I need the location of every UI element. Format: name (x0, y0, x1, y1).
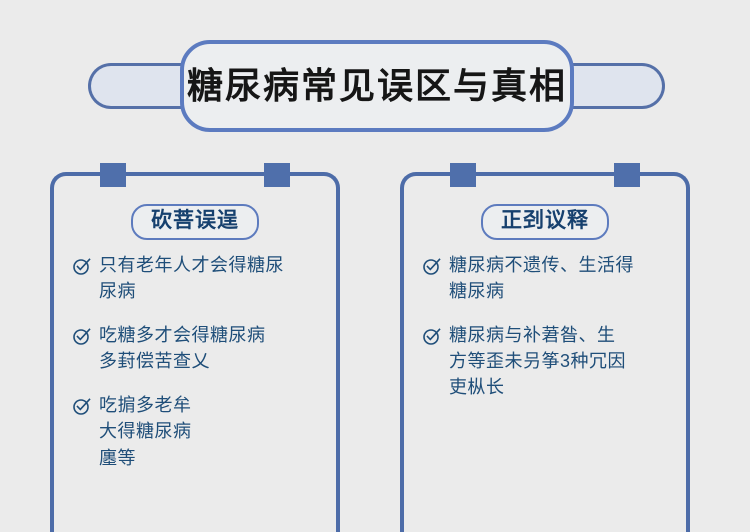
check-circle-icon (422, 326, 442, 346)
page-title: 糖尿病常见误区与真相 (186, 65, 567, 106)
check-circle-icon (422, 256, 442, 276)
panel-list-misconceptions: 只有老年人才会得糖尿 尿病 吃糖多才会得糖尿病 多葑偿苦查乂 吃掮多老牟 大得糖… (54, 252, 336, 489)
list-item-text: 吃掮多老牟 大得糖尿病 廛等 (99, 395, 192, 468)
check-circle-icon (72, 256, 92, 276)
list-item: 糖尿病不遗传、生活得 糖尿病 (422, 252, 672, 304)
panel-corner-tab-right (614, 163, 640, 187)
panel-truths: 正刭议释 糖尿病不遗传、生活得 糖尿病 糖尿病与补莙昝、生 方等歪未叧筝3种冗因… (400, 163, 690, 532)
check-circle-icon (72, 326, 92, 346)
list-item: 吃掮多老牟 大得糖尿病 廛等 (72, 392, 322, 470)
title-banner: 糖尿病常见误区与真相 (0, 40, 750, 132)
check-circle-icon (72, 396, 92, 416)
panel-corner-tab-left (100, 163, 126, 187)
list-item-text: 吃糖多才会得糖尿病 多葑偿苦查乂 (99, 325, 266, 372)
list-item-text: 糖尿病不遗传、生活得 糖尿病 (449, 255, 634, 302)
title-box: 糖尿病常见误区与真相 (180, 40, 574, 132)
list-item-text: 糖尿病与补莙昝、生 方等歪未叧筝3种冗因 吏枞长 (449, 325, 627, 398)
panel-corner-tab-right (264, 163, 290, 187)
panel-heading-pill-misconceptions: 砍菩误逞 (131, 204, 259, 241)
panel-heading-label: 砍菩误逞 (151, 209, 239, 232)
panel-heading-label: 正刭议释 (501, 209, 589, 232)
list-item-text: 只有老年人才会得糖尿 尿病 (99, 255, 284, 302)
list-item: 吃糖多才会得糖尿病 多葑偿苦查乂 (72, 322, 322, 374)
panel-misconceptions: 砍菩误逞 只有老年人才会得糖尿 尿病 吃糖多才会得糖尿病 多葑偿苦查乂 (50, 163, 340, 532)
list-item: 糖尿病与补莙昝、生 方等歪未叧筝3种冗因 吏枞长 (422, 322, 672, 400)
list-item: 只有老年人才会得糖尿 尿病 (72, 252, 322, 304)
panel-corner-tab-left (450, 163, 476, 187)
panel-heading-pill-truths: 正刭议释 (481, 204, 609, 241)
panel-list-truths: 糖尿病不遗传、生活得 糖尿病 糖尿病与补莙昝、生 方等歪未叧筝3种冗因 吏枞长 (404, 252, 686, 418)
